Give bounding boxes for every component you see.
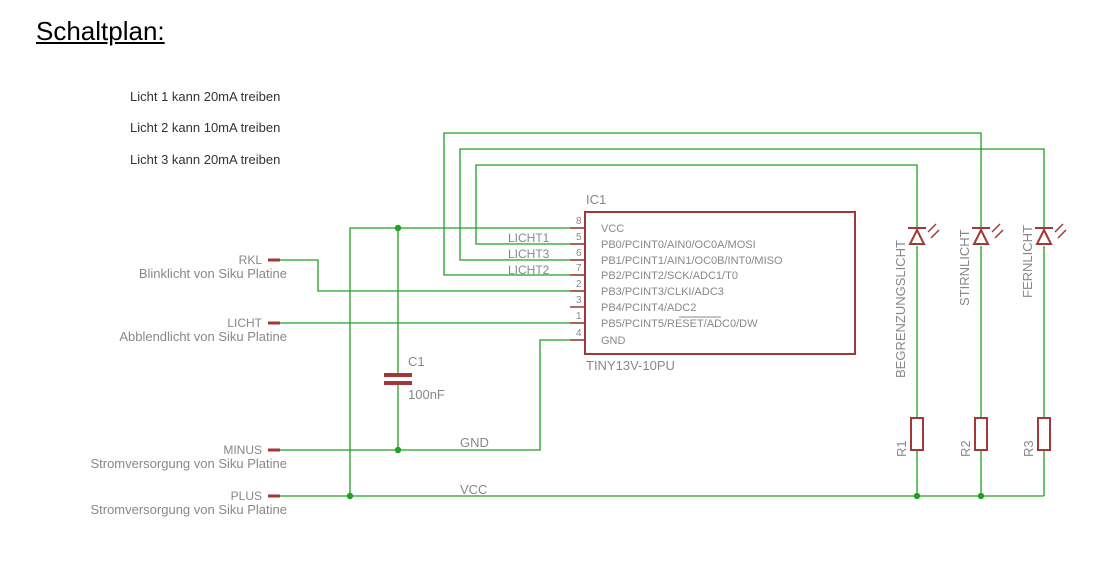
wires	[268, 132, 1045, 497]
page-title: Schaltplan:	[36, 16, 165, 46]
led-label: BEGRENZUNGSLICHT	[893, 240, 908, 378]
ic-pin-5: 5 PB0/PCINT0/AIN0/OC0A/MOSI LICHT1	[508, 231, 756, 251]
resistor-label: R2	[958, 440, 973, 457]
svg-text:PB3/PCINT3/CLKI/ADC3: PB3/PCINT3/CLKI/ADC3	[601, 286, 724, 298]
svg-text:GND: GND	[601, 335, 626, 347]
connector-label: LICHT	[227, 316, 262, 330]
net-label-gnd: GND	[460, 435, 489, 450]
svg-text:PB4/PCINT4/ADC2: PB4/PCINT4/ADC2	[601, 302, 696, 314]
resistor-label: R3	[1021, 440, 1036, 457]
junction-dot	[394, 446, 402, 454]
led-label: FERNLICHT	[1020, 225, 1035, 298]
resistor-r2: R2	[958, 417, 988, 457]
wire-gnd-rail	[268, 339, 585, 451]
ic-pin-1: 1 PB5/PCINT5/RESET/ADC0/DW	[570, 311, 758, 330]
led-label: STIRNLICHT	[957, 229, 972, 306]
svg-text:LICHT2: LICHT2	[508, 263, 550, 277]
svg-text:6: 6	[576, 248, 582, 259]
svg-text:8: 8	[576, 216, 582, 227]
ic-pin-8: 8 VCC	[570, 216, 624, 235]
capacitor-ref: C1	[408, 354, 425, 369]
svg-text:5: 5	[576, 232, 582, 243]
svg-text:LICHT3: LICHT3	[508, 247, 550, 261]
junction-dot	[913, 492, 921, 500]
connector-desc: Blinklicht von Siku Platine	[139, 266, 287, 281]
wire-licht1	[475, 164, 918, 245]
led-begrenzungslicht: BEGRENZUNGSLICHT	[893, 223, 940, 378]
ic1-chip: IC1 TINY13V-10PU 8 VCC 5 PB0/PCINT0/AIN0…	[508, 192, 856, 373]
wire-licht3	[459, 148, 1045, 261]
svg-text:3: 3	[576, 295, 582, 306]
connector-plus: PLUS Stromversorgung von Siku Platine	[90, 489, 287, 517]
ic-pin-3: 3 PB4/PCINT4/ADC2	[570, 295, 696, 314]
svg-text:PB0/PCINT0/AIN0/OC0A/MOSI: PB0/PCINT0/AIN0/OC0A/MOSI	[601, 239, 756, 251]
connector-desc: Abblendlicht von Siku Platine	[119, 329, 287, 344]
connector-desc: Stromversorgung von Siku Platine	[90, 502, 287, 517]
ic-body	[584, 211, 856, 355]
connector-label: MINUS	[223, 443, 262, 457]
connector-label: RKL	[239, 253, 263, 267]
led-stirnlicht: STIRNLICHT	[957, 223, 1004, 306]
ic-pin-7: 7 PB2/PCINT2/SCK/ADC1/T0 LICHT2	[508, 263, 738, 282]
connector-licht: LICHT Abblendlicht von Siku Platine	[119, 316, 287, 344]
capacitor-c1: C1 100nF	[384, 354, 445, 402]
connector-rkl: RKL Blinklicht von Siku Platine	[139, 253, 287, 281]
svg-text:LICHT1: LICHT1	[508, 231, 550, 245]
ic-pin-6: 6 PB1/PCINT1/AIN1/OC0B/INT0/MISO LICHT3	[508, 247, 783, 267]
junction-dot	[346, 492, 354, 500]
note-licht-1: Licht 1 kann 20mA treiben	[130, 89, 281, 104]
svg-text:7: 7	[576, 263, 582, 274]
resistor-r3: R3	[1021, 417, 1051, 457]
connector-desc: Stromversorgung von Siku Platine	[90, 456, 287, 471]
svg-text:VCC: VCC	[601, 223, 624, 235]
note-licht-3: Licht 3 kann 20mA treiben	[130, 152, 281, 167]
resistor-label: R1	[894, 440, 909, 457]
ic-pin-4: 4 GND	[570, 328, 626, 347]
svg-text:PB2/PCINT2/SCK/ADC1/T0: PB2/PCINT2/SCK/ADC1/T0	[601, 270, 738, 282]
ic-value: TINY13V-10PU	[586, 358, 675, 373]
net-label-vcc: VCC	[460, 482, 487, 497]
led-fernlicht: FERNLICHT	[1020, 223, 1067, 298]
svg-text:4: 4	[576, 328, 582, 339]
ic-pin-2: 2 PB3/PCINT3/CLKI/ADC3	[570, 279, 724, 298]
svg-text:1: 1	[576, 311, 582, 322]
capacitor-value: 100nF	[408, 387, 445, 402]
junction-dot	[394, 224, 402, 232]
wire-licht2	[443, 132, 982, 276]
svg-text:PB1/PCINT1/AIN1/OC0B/INT0/MISO: PB1/PCINT1/AIN1/OC0B/INT0/MISO	[601, 255, 783, 267]
connector-minus: MINUS Stromversorgung von Siku Platine	[90, 443, 287, 471]
svg-text:PB5/PCINT5/RESET/ADC0/DW: PB5/PCINT5/RESET/ADC0/DW	[601, 318, 758, 330]
junctions	[346, 224, 985, 500]
connector-label: PLUS	[231, 489, 262, 503]
wire-vcc-pin8	[349, 227, 585, 496]
wire-rkl	[268, 259, 585, 292]
svg-text:2: 2	[576, 279, 582, 290]
junction-dot	[977, 492, 985, 500]
note-licht-2: Licht 2 kann 10mA treiben	[130, 120, 281, 135]
ic-ref: IC1	[586, 192, 606, 207]
resistor-r1: R1	[894, 417, 924, 457]
